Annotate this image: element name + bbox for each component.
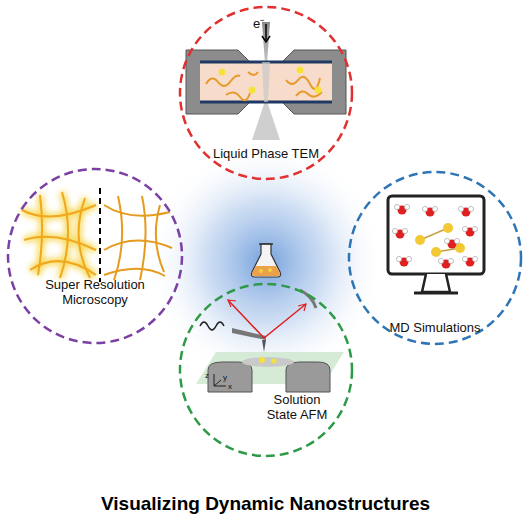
dashed-circle-outline [178,282,354,458]
dashed-circle-outline [347,170,523,346]
fiber-network [22,188,172,282]
tem-liquid-cell [186,22,346,140]
method-label: MD Simulations [375,320,495,335]
flask-icon [251,244,280,277]
axis-label: z [205,371,209,380]
electron-beam-label: e⁻ [253,14,264,32]
method-label: Solution State AFM [258,392,336,422]
method-circle: Liquid Phase TEM [178,5,354,181]
axis-label: x [228,382,232,391]
method-circle: Solution State AFM [178,282,354,458]
method-circle: MD Simulations [347,170,523,346]
method-label: Liquid Phase TEM [206,146,326,161]
dashed-circle-outline [6,167,184,345]
method-circle: Super Resolution Microscopy [6,167,184,345]
axis-label: y [223,373,227,382]
monitor-icon [388,196,484,293]
figure-title: Visualizing Dynamic Nanostructures [0,493,531,515]
method-label: Super Resolution Microscopy [20,277,170,307]
